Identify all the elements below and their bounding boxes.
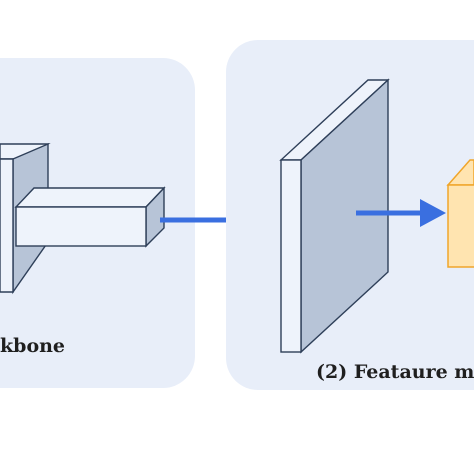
feature-map-label: (2) Feataure m xyxy=(316,361,474,383)
feature-map-plate xyxy=(279,78,390,354)
arrow-feature-to-output xyxy=(356,199,446,227)
backbone-panel: kbone xyxy=(0,58,195,388)
backbone-bar-block xyxy=(14,186,166,248)
output-cube xyxy=(446,159,474,268)
backbone-label: kbone xyxy=(0,335,65,357)
feature-map-panel: (2) Feataure m xyxy=(226,40,474,390)
